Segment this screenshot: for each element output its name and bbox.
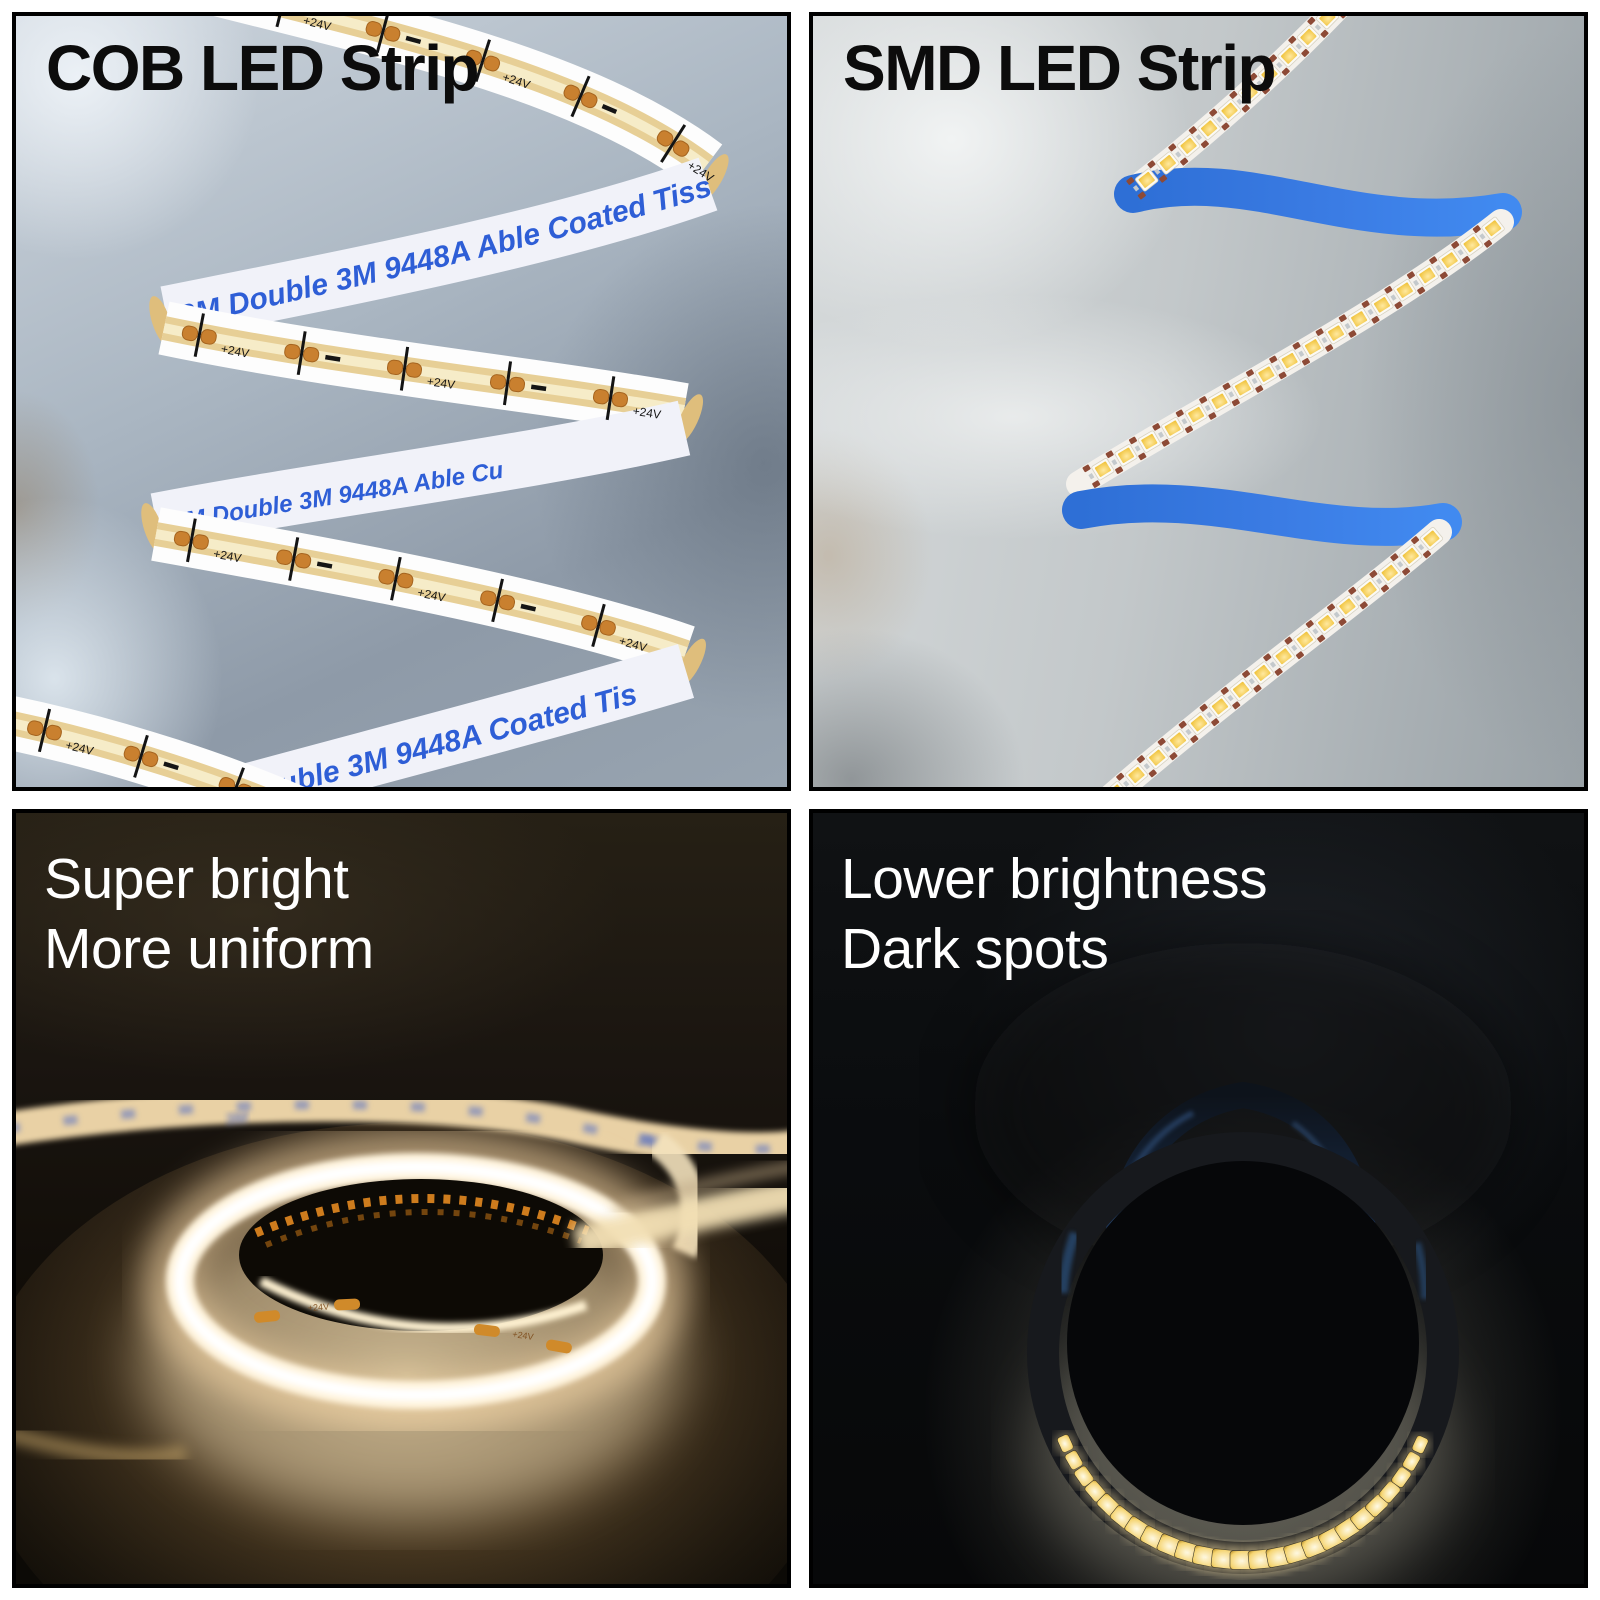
- cob-glow-photo: 3M 3M +24V +24V: [16, 1087, 787, 1584]
- svg-text:3M Double 3M 9448A Able C: 3M Double 3M 9448A Able Coated Tiss: [176, 170, 716, 333]
- panel-title-smd: SMD LED Strip: [843, 32, 1277, 104]
- panel-smd-strip: SMD LED Strip: [809, 12, 1588, 791]
- cob-solder-pads: +24V+24V+24V+24V+24V+24V+24V+24V+24V+24V…: [27, 16, 716, 787]
- panel-smd-lit: Lower brightness Dark spots: [809, 809, 1588, 1588]
- svg-text:+24V: +24V: [416, 585, 447, 604]
- tape-print-3m: 3M: [225, 1110, 250, 1129]
- adhesive-backing-band: [150, 400, 691, 549]
- blurred-strip: [571, 1179, 787, 1260]
- adhesive-backing-band: [160, 157, 718, 342]
- adhesive-backing-band: [168, 644, 695, 787]
- cob-strip-graphic: 3M Double 3M 9448A Able Coated Tiss 3M D…: [16, 16, 729, 787]
- svg-text:+24V: +24V: [220, 342, 250, 361]
- smd-glow-photo: [923, 943, 1563, 1584]
- smd-led-chips: [1082, 16, 1505, 787]
- caption-line: Dark spots: [841, 916, 1109, 981]
- panel-cob-lit: 3M 3M +24V +24V: [12, 809, 791, 1588]
- smd-spiral: [1062, 16, 1522, 787]
- copper-pads-lit: [254, 1298, 572, 1354]
- svg-text:+24V: +24V: [212, 547, 242, 566]
- ring-hole: [239, 1179, 603, 1331]
- blue-backing-band: [1062, 484, 1462, 546]
- caption-line: Lower brightness: [841, 847, 1268, 911]
- caption-cob-lit: Super bright More uniform: [44, 845, 374, 984]
- svg-text:+24V: +24V: [64, 738, 95, 758]
- svg-text:+24V: +24V: [426, 374, 456, 392]
- unlit-cob-chips: [254, 1194, 590, 1238]
- svg-text:+24V: +24V: [632, 404, 662, 422]
- caption-line: More uniform: [44, 916, 374, 981]
- smd-strip-graphic: [1062, 16, 1522, 787]
- smd-ring: [1027, 1132, 1459, 1577]
- lit-cob-ring: +24V +24V: [143, 1128, 689, 1434]
- lit-led-dots: [1054, 1432, 1431, 1577]
- blue-backing-band: [1114, 167, 1522, 237]
- panel-cob-strip: 3M Double 3M 9448A Able Coated Tiss 3M D…: [12, 12, 791, 791]
- cob-spiral: 3M Double 3M 9448A Able Coated Tiss 3M D…: [16, 16, 729, 787]
- voltage-marking: +24V: [307, 1302, 329, 1313]
- caption-line: Super bright: [44, 847, 349, 911]
- voltage-marking: +24V: [512, 1329, 534, 1342]
- panel-title-cob: COB LED Strip: [46, 32, 480, 104]
- adhesive-print-text: 3M Double 3M 9448A Able Coated Tiss: [176, 170, 716, 333]
- caption-smd-lit: Lower brightness Dark spots: [841, 845, 1268, 984]
